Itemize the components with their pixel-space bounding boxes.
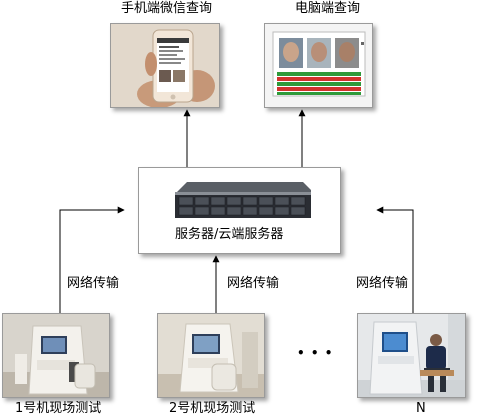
network-label-right: 网络传输 — [356, 276, 409, 291]
station-1-label: 1号机现场测试 — [15, 401, 102, 416]
more-stations-ellipsis: • • • — [297, 346, 334, 360]
pc-screen-photo — [265, 24, 372, 107]
pc-query-label: 电脑端查询 — [295, 1, 361, 16]
phone-query-box — [110, 23, 220, 108]
station-2-photo — [158, 314, 264, 397]
phone-query-label: 手机端微信查询 — [121, 1, 213, 16]
server-box: 服务器/云端服务器 — [138, 167, 341, 254]
phone-photo — [111, 24, 219, 108]
station-n-photo — [358, 314, 465, 397]
server-rack-icon — [175, 182, 311, 218]
station-n-label: N — [416, 401, 426, 416]
network-label-left: 网络传输 — [67, 276, 120, 291]
station-2-box — [157, 313, 265, 398]
station-1-photo — [3, 314, 109, 397]
station-2-label: 2号机现场测试 — [169, 401, 256, 416]
station-n-box — [357, 313, 466, 398]
pc-query-box — [264, 23, 373, 108]
arrow-stationN-to-server — [376, 206, 414, 313]
server-label: 服务器/云端服务器 — [175, 227, 284, 242]
arrow-station1-to-server — [59, 206, 125, 313]
station-1-box — [2, 313, 110, 398]
network-label-middle: 网络传输 — [227, 276, 280, 291]
